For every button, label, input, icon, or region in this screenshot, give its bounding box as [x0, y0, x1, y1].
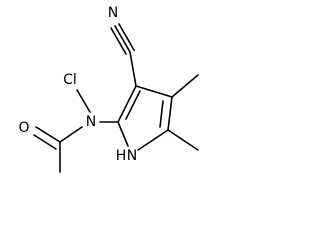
bond-c4-methyl [171, 74, 199, 98]
bond-c2-c3-inner [125, 90, 141, 120]
atom-o: O [18, 120, 29, 136]
bond-c5-methyl [167, 129, 199, 151]
bond-co-1 [35, 126, 61, 143]
bond-c3-cn [129, 51, 137, 87]
bond-nitrile-1 [114, 25, 131, 53]
molecule-drawing: N Cl N O H N [18, 5, 199, 173]
bond-c5-n1 [137, 129, 169, 151]
bond-c3-c4 [135, 85, 173, 98]
bond-co-2 [33, 134, 57, 150]
bond-c5-c5-inner [159, 100, 164, 128]
bond-nitrile-2 [118, 23, 135, 51]
atom-cl: Cl [63, 72, 77, 88]
atom-n-amide: N [86, 114, 96, 130]
bond-c4-c5 [167, 96, 173, 131]
bond-c2-c3 [117, 85, 137, 123]
bond-n-carbonyl [59, 126, 83, 143]
bond-n1-c2 [117, 121, 129, 147]
atom-nh-n: N [127, 148, 137, 164]
structure-canvas: N Cl N O H N [18, 5, 199, 173]
bond-nitrile-3 [110, 27, 127, 55]
bond-n-cl [76, 89, 91, 113]
atom-n-nitrile: N [108, 5, 118, 21]
atom-nh-h: H [116, 148, 127, 164]
